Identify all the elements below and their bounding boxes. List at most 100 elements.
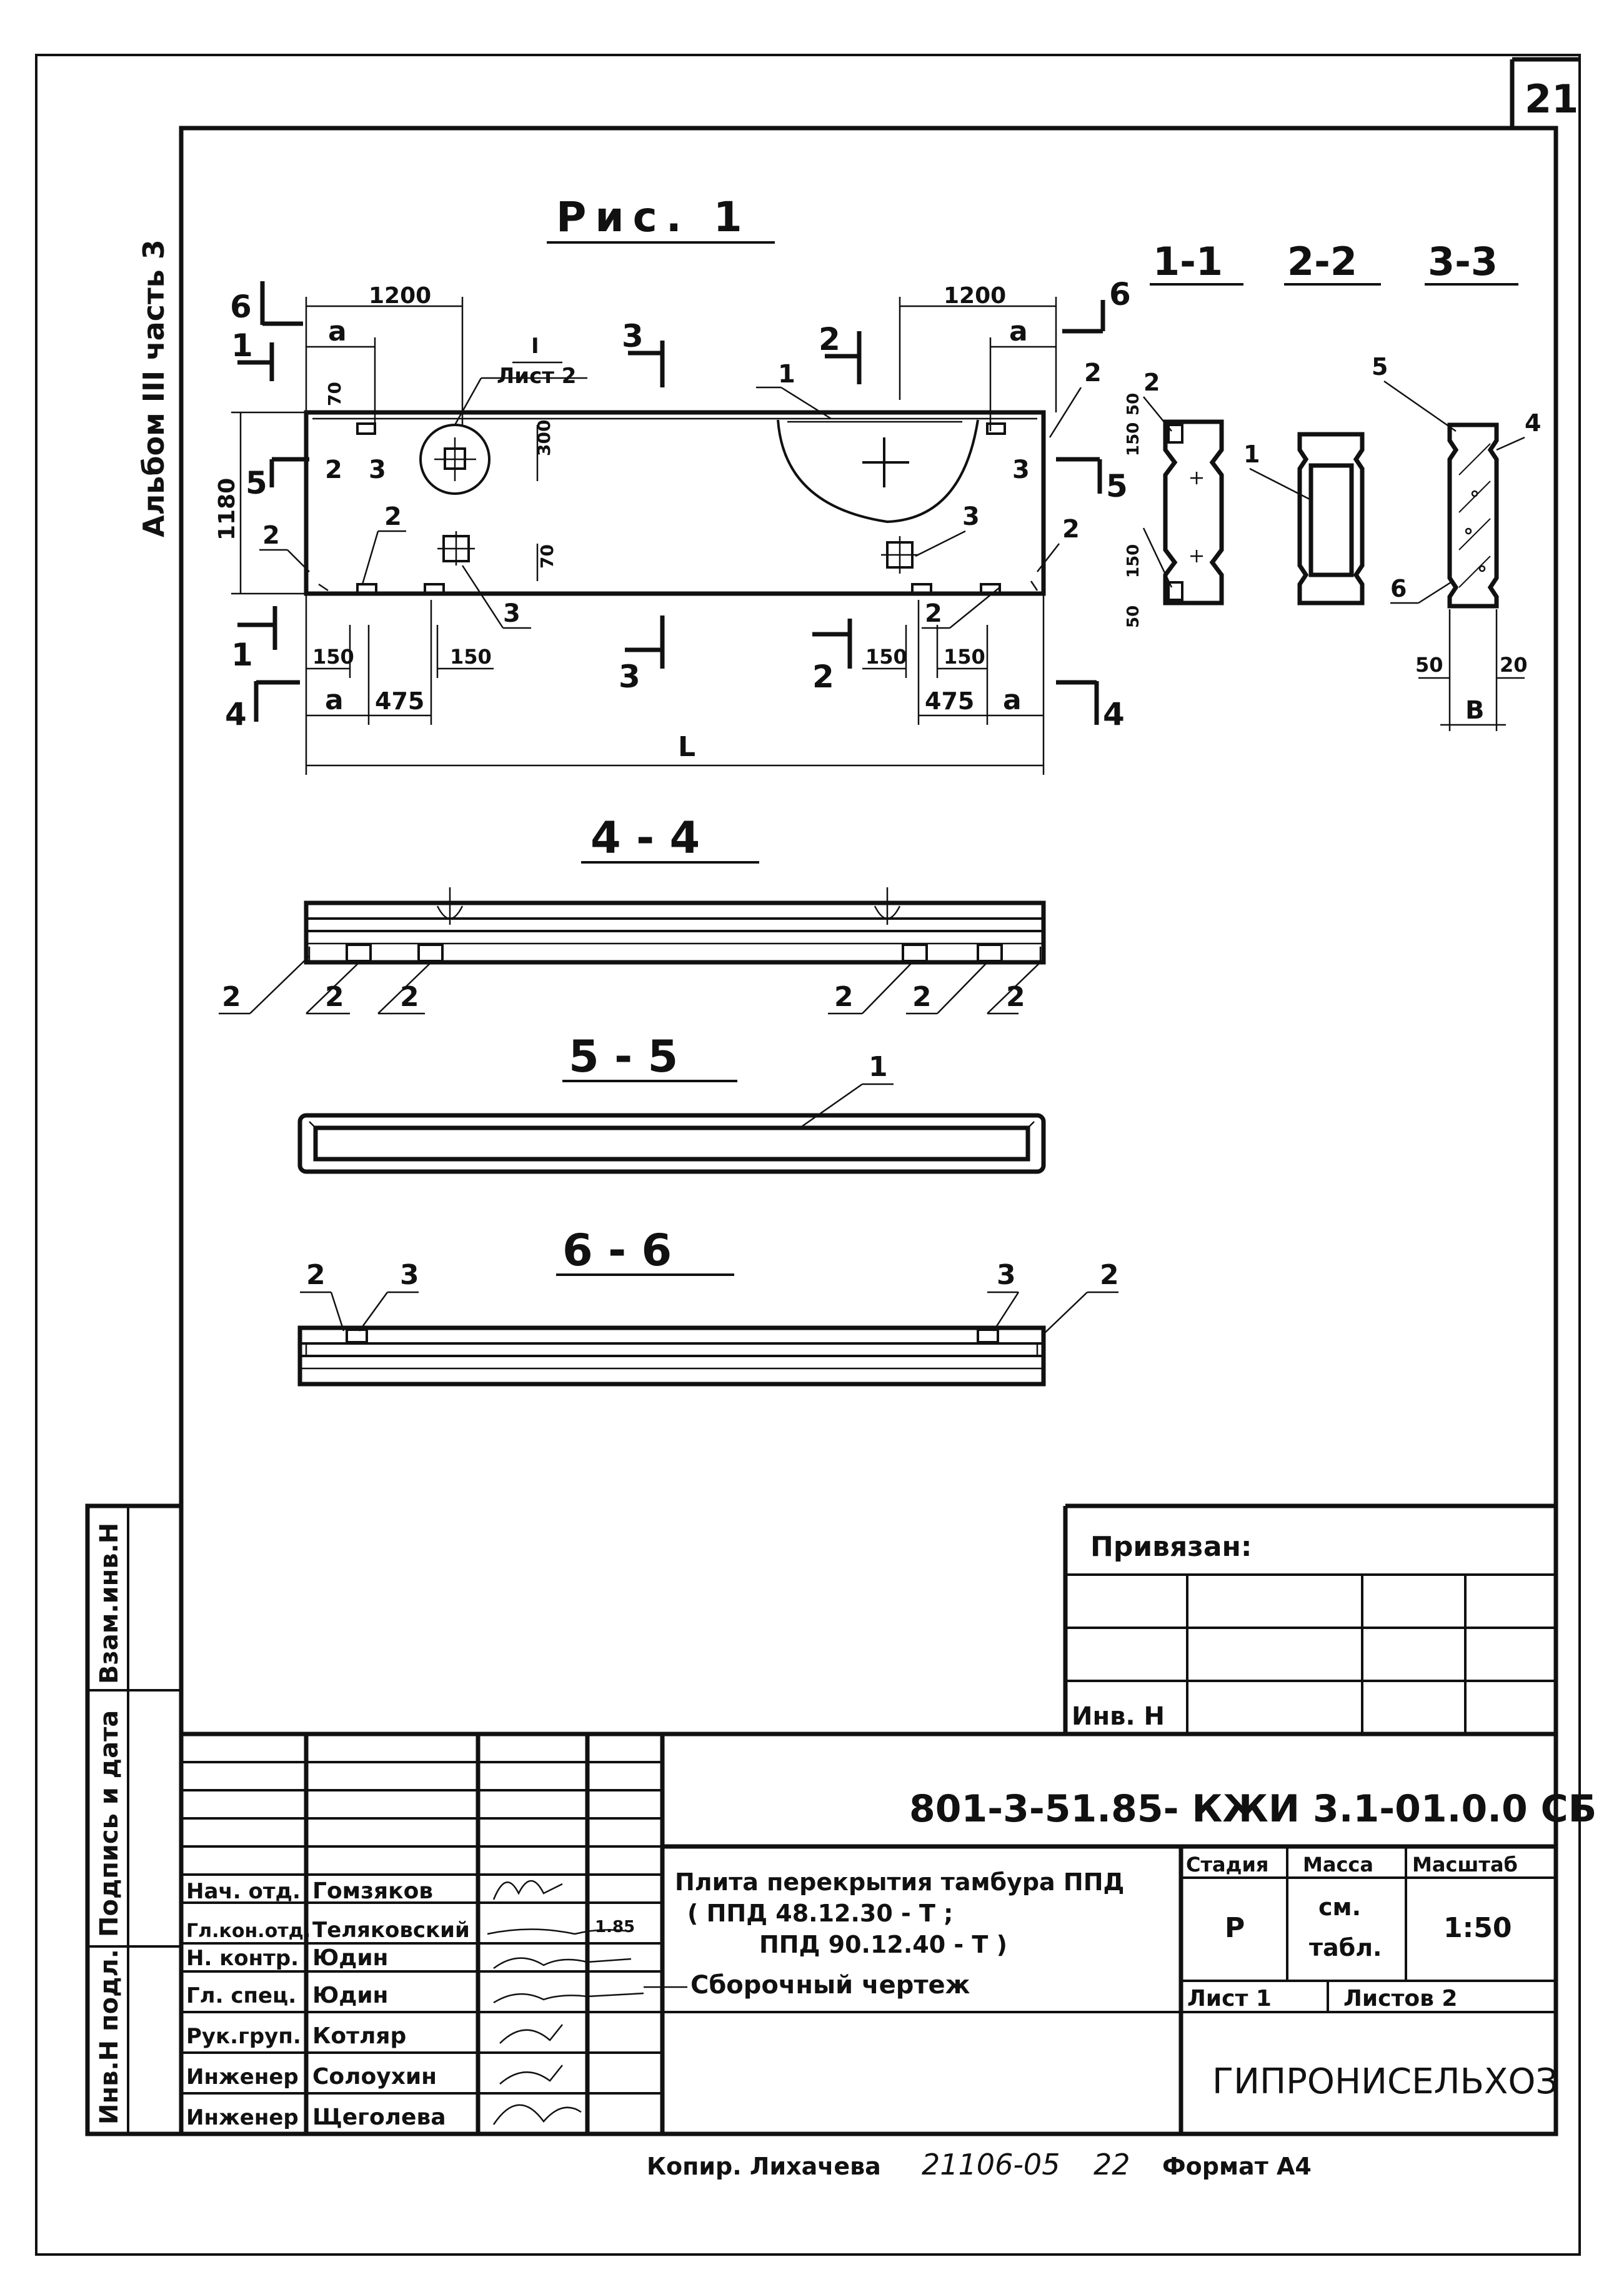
- dim-50-s33: 50: [1415, 653, 1443, 677]
- node-ref-number: I: [531, 334, 539, 359]
- dim-475-right: 475: [925, 687, 974, 715]
- dim-a-top-right: a: [1009, 316, 1028, 347]
- cut-1-left-bottom: 1: [231, 637, 253, 673]
- plate-outline: [304, 410, 1046, 596]
- sheet-number: 21: [1525, 76, 1578, 122]
- mass-value-1: см.: [1318, 1893, 1361, 1921]
- footer-code: 21106-05: [922, 2148, 1060, 2181]
- organization: ГИПРОНИСЕЛЬХОЗ: [1212, 2061, 1558, 2102]
- node-ref-sheet: Лист 2: [497, 364, 576, 389]
- attached-label: Привязан:: [1090, 1531, 1252, 1563]
- name-6: Щеголева: [312, 2105, 446, 2130]
- section-4-4-title: 4 - 4: [590, 812, 700, 864]
- pos-1-s22: 1: [1243, 441, 1260, 468]
- pos-5-s33: 5: [1372, 353, 1388, 381]
- footer-number: 22: [1093, 2148, 1130, 2181]
- role-5: Инженер: [186, 2065, 299, 2090]
- section-6-6: 2 3 3 2: [297, 1259, 1119, 1387]
- stage-value: Р: [1225, 1912, 1245, 1944]
- role-1: Гл.кон.отд.: [186, 1920, 311, 1942]
- role-4: Рук.груп.: [186, 2024, 301, 2049]
- pos-2-s11: 2: [1143, 369, 1160, 396]
- name-5: Солоухин: [312, 2064, 437, 2090]
- stamp-inv-podl: Инв.Н подл.: [95, 1949, 124, 2125]
- dim-20-s33: 20: [1500, 653, 1528, 677]
- cut-4-left: 4: [225, 696, 247, 732]
- dim-left-1200: 1200: [369, 283, 431, 309]
- inv-label: Инв. Н: [1072, 1702, 1165, 1731]
- side-stamp: Взам.инв.Н Подпись и дата Инв.Н подл.: [85, 1503, 184, 2136]
- dim-50-s11-top: 50: [1124, 393, 1143, 416]
- title-block: Нач. отд. Гомзяков Гл.кон.отд. Теляковск…: [181, 1731, 1597, 2134]
- cut-1-left-top: 1: [231, 327, 253, 364]
- section-3-3: 5 4 6 B 50 20: [1372, 353, 1541, 731]
- pos-1-plan: 1: [778, 360, 795, 389]
- pos-2-plan-f: 2: [925, 599, 942, 628]
- sheets-label: Листов 2: [1343, 1986, 1457, 2011]
- pos-4-s33: 4: [1525, 409, 1541, 437]
- footer-copier: Копир. Лихачева: [647, 2153, 881, 2180]
- cut-6-left: 6: [230, 289, 252, 325]
- sheet-label: Лист 1: [1187, 1986, 1272, 2011]
- pos-2-s44-a: 2: [222, 981, 241, 1013]
- dim-150-s11-bot: 150: [1124, 544, 1143, 578]
- doc-code: 801-3-51.85- КЖИ 3.1-01.0.0 СБ: [909, 1787, 1597, 1831]
- title-line-2: ( ППД 48.12.30 - Т ;: [687, 1900, 953, 1927]
- signatures: [487, 1880, 644, 2125]
- section-1-1-title: 1-1: [1153, 239, 1223, 284]
- cutaway-arc: [777, 419, 979, 524]
- scale-value: 1:50: [1443, 1912, 1512, 1944]
- mass-value-2: табл.: [1309, 1934, 1382, 1961]
- plan-view: I Лист 2 1200 1200 a: [214, 283, 1102, 775]
- pos-2-plan-a: 2: [262, 521, 280, 550]
- pos-2-plan-b: 2: [325, 456, 342, 484]
- section-5-5-title: 5 - 5: [569, 1031, 678, 1082]
- album-label: Альбом III часть 3: [137, 239, 171, 537]
- title-line-1: Плита перекрытия тамбура ППД: [675, 1868, 1124, 1896]
- dim-70-top: 70: [324, 382, 345, 406]
- section-6-6-title: 6 - 6: [562, 1225, 672, 1276]
- name-0: Гомзяков: [312, 1878, 433, 1904]
- dim-a-bottom-right: a: [1003, 684, 1022, 716]
- sign-date: 1.85: [595, 1918, 635, 1936]
- dim-150-c: 150: [865, 645, 907, 669]
- pos-1-s55: 1: [869, 1051, 888, 1083]
- role-2: Н. контр.: [186, 1946, 299, 1971]
- pos-2-plan-d: 2: [1084, 359, 1102, 387]
- cut-2-top: 2: [819, 321, 840, 357]
- pos-3-s66-a: 3: [400, 1259, 419, 1291]
- cut-5-right: 5: [1106, 468, 1128, 504]
- role-6: Инженер: [186, 2105, 299, 2130]
- footer-format: Формат А4: [1162, 2153, 1312, 2180]
- name-3: Юдин: [312, 1983, 388, 2008]
- dim-right-1200: 1200: [944, 283, 1006, 309]
- sheet-number-box: [1510, 57, 1580, 128]
- mass-header: Масса: [1303, 1853, 1373, 1876]
- dim-150-s11-top: 150: [1124, 422, 1143, 456]
- pos-2-s44-c: 2: [400, 981, 419, 1013]
- pos-2-s66-b: 2: [1100, 1259, 1119, 1291]
- pos-2-s44-d: 2: [834, 981, 854, 1013]
- cut-3-bottom: 3: [619, 659, 640, 695]
- stamp-vzam: Взам.инв.Н: [95, 1523, 124, 1684]
- outer-border: [35, 54, 1581, 2256]
- section-1-1: 2 150 50 150 50: [1124, 369, 1224, 628]
- attached-block: Привязан: Инв. Н: [1063, 1503, 1556, 1734]
- pos-3-plan-c: 3: [962, 502, 980, 531]
- dim-1180: 1180: [214, 478, 240, 541]
- title-line-3: ППД 90.12.40 - Т ): [759, 1931, 1007, 1958]
- pos-2-plan-e: 2: [1062, 515, 1080, 544]
- cut-4-right: 4: [1103, 696, 1125, 732]
- cut-2-bottom: 2: [812, 659, 834, 695]
- name-1: Теляковский: [312, 1918, 470, 1943]
- section-4-4: 2 2 2 2 2 2: [219, 887, 1046, 1015]
- role-0: Нач. отд.: [186, 1879, 301, 1904]
- section-cut-markers: 6 1 5 1 4 3 2 3 2 6 5 4: [225, 276, 1131, 732]
- pos-3-plan-d: 3: [503, 599, 521, 628]
- pos-6-s33: 6: [1390, 575, 1407, 602]
- figure-title: Рис. 1: [556, 193, 751, 241]
- section-2-2: 1: [1243, 432, 1365, 605]
- dim-a-bottom-left: a: [325, 684, 344, 716]
- cut-5-left: 5: [246, 465, 267, 501]
